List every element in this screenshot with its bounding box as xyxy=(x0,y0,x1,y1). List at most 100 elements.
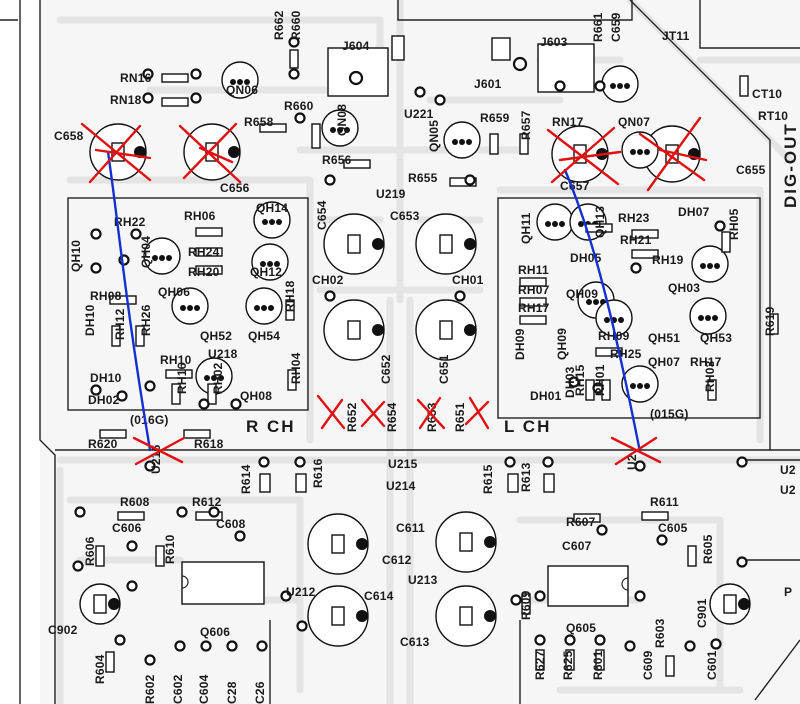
solder-pad xyxy=(74,506,86,518)
solder-pad xyxy=(144,460,156,472)
resistor xyxy=(665,655,675,677)
transistor-pin xyxy=(194,305,200,311)
transistor-pin xyxy=(698,315,704,321)
label-u2-edge-a: U2 xyxy=(780,463,796,477)
solder-pad xyxy=(542,456,554,468)
capacitor-lead xyxy=(484,610,496,622)
solder-pad xyxy=(144,654,156,666)
solder-pad xyxy=(454,290,466,302)
label-r659: R659 xyxy=(480,111,510,125)
capacitor-symbol xyxy=(573,144,587,164)
label-dh03: DH03 xyxy=(563,366,577,398)
label-r603: R603 xyxy=(653,618,667,648)
label-dh02: DH02 xyxy=(88,393,120,407)
label-rh17b: RH17 xyxy=(690,355,722,369)
solder-pad xyxy=(190,68,202,80)
label-r662: R662 xyxy=(272,10,286,40)
transistor-pin xyxy=(254,305,260,311)
resistor xyxy=(519,277,547,287)
capacitor-symbol xyxy=(723,594,737,614)
label-r608: R608 xyxy=(120,495,150,509)
resistor xyxy=(573,513,601,523)
transistor-pin xyxy=(644,149,650,155)
capacitor-lead xyxy=(372,324,384,336)
solder-pad xyxy=(280,590,292,602)
label-r611: R611 xyxy=(650,495,679,509)
solder-pad xyxy=(684,640,696,652)
transistor-pin xyxy=(630,149,636,155)
resistors xyxy=(95,49,779,677)
solder-pads xyxy=(72,36,748,666)
label-c602: C602 xyxy=(171,674,185,704)
label-c604: C604 xyxy=(197,674,211,704)
label-qh13: QH13 xyxy=(593,206,607,238)
label-dh10-low: DH10 xyxy=(90,371,122,385)
label-r620: R620 xyxy=(88,437,118,451)
transistor-pin xyxy=(630,383,636,389)
label-r660-top: R660 xyxy=(289,10,303,40)
solder-pad xyxy=(256,640,268,652)
capacitor-symbol xyxy=(205,142,219,162)
label-c607: C607 xyxy=(562,539,592,553)
solder-pad xyxy=(656,534,668,546)
solder-pad xyxy=(190,92,202,104)
label-dig-out: DIG-OUT xyxy=(781,122,800,208)
label-u221: U221 xyxy=(404,107,434,121)
label-u212: U212 xyxy=(286,585,316,599)
capacitor-lead xyxy=(738,598,750,610)
capacitor-symbol xyxy=(439,320,453,340)
transistor-pin xyxy=(274,261,280,267)
label-rh04: RH04 xyxy=(289,352,303,384)
label-dh10: DH10 xyxy=(83,304,97,336)
label-qh51: QH51 xyxy=(648,331,680,345)
resistor xyxy=(565,649,575,671)
solder-pad xyxy=(592,382,604,394)
label-u213: U213 xyxy=(408,573,438,587)
resistor xyxy=(769,313,779,335)
label-rt10: RT10 xyxy=(758,109,788,123)
label-qn08: QN08 xyxy=(335,104,349,136)
transistor-pin xyxy=(714,263,720,269)
solder-pad xyxy=(504,456,516,468)
solder-pad xyxy=(464,174,476,186)
solder-pad xyxy=(226,640,238,652)
label-c902: C902 xyxy=(48,623,78,637)
label-rh07: RH07 xyxy=(518,283,550,297)
label-r656: R656 xyxy=(322,153,352,167)
solder-pad xyxy=(294,456,306,468)
label-qh12: QH12 xyxy=(250,265,282,279)
solder-pad xyxy=(200,640,212,652)
label-qn06: QN06 xyxy=(226,83,258,97)
label-qh05: QH09 xyxy=(566,287,598,301)
label-q605: Q605 xyxy=(566,621,596,635)
solder-pad xyxy=(234,530,246,542)
solder-pad xyxy=(294,112,306,124)
label-r601: R601 xyxy=(591,650,605,680)
label-c609: C609 xyxy=(641,650,655,680)
label-u215: U215 xyxy=(388,457,418,471)
transistor-pin xyxy=(159,255,165,261)
label-rh24: RH24 xyxy=(188,245,220,259)
label-c601: C601 xyxy=(705,650,719,680)
transistor-pin xyxy=(644,383,650,389)
label-rh02: RH02 xyxy=(211,362,225,394)
capacitor-lead xyxy=(484,536,496,548)
solder-pad xyxy=(208,506,220,518)
label-qn07: QN07 xyxy=(618,115,650,129)
label-r661: R661 xyxy=(591,12,605,42)
transistor-pin xyxy=(578,221,584,227)
label-c28: C28 xyxy=(225,681,239,704)
solder-pad xyxy=(288,68,300,80)
label-dh01: DH01 xyxy=(530,389,562,403)
label-ch02: CH02 xyxy=(312,273,344,287)
label-rh19: RH19 xyxy=(652,253,684,267)
label-016g: (016G) xyxy=(130,413,169,427)
label-ch01: CH01 xyxy=(452,273,484,287)
label-u218: U218 xyxy=(208,347,238,361)
solder-pad xyxy=(230,398,242,410)
transistor-pin xyxy=(637,149,643,155)
capacitor-lead xyxy=(356,538,368,550)
solder-pad xyxy=(72,560,84,572)
label-qh09: QH09 xyxy=(555,328,569,360)
